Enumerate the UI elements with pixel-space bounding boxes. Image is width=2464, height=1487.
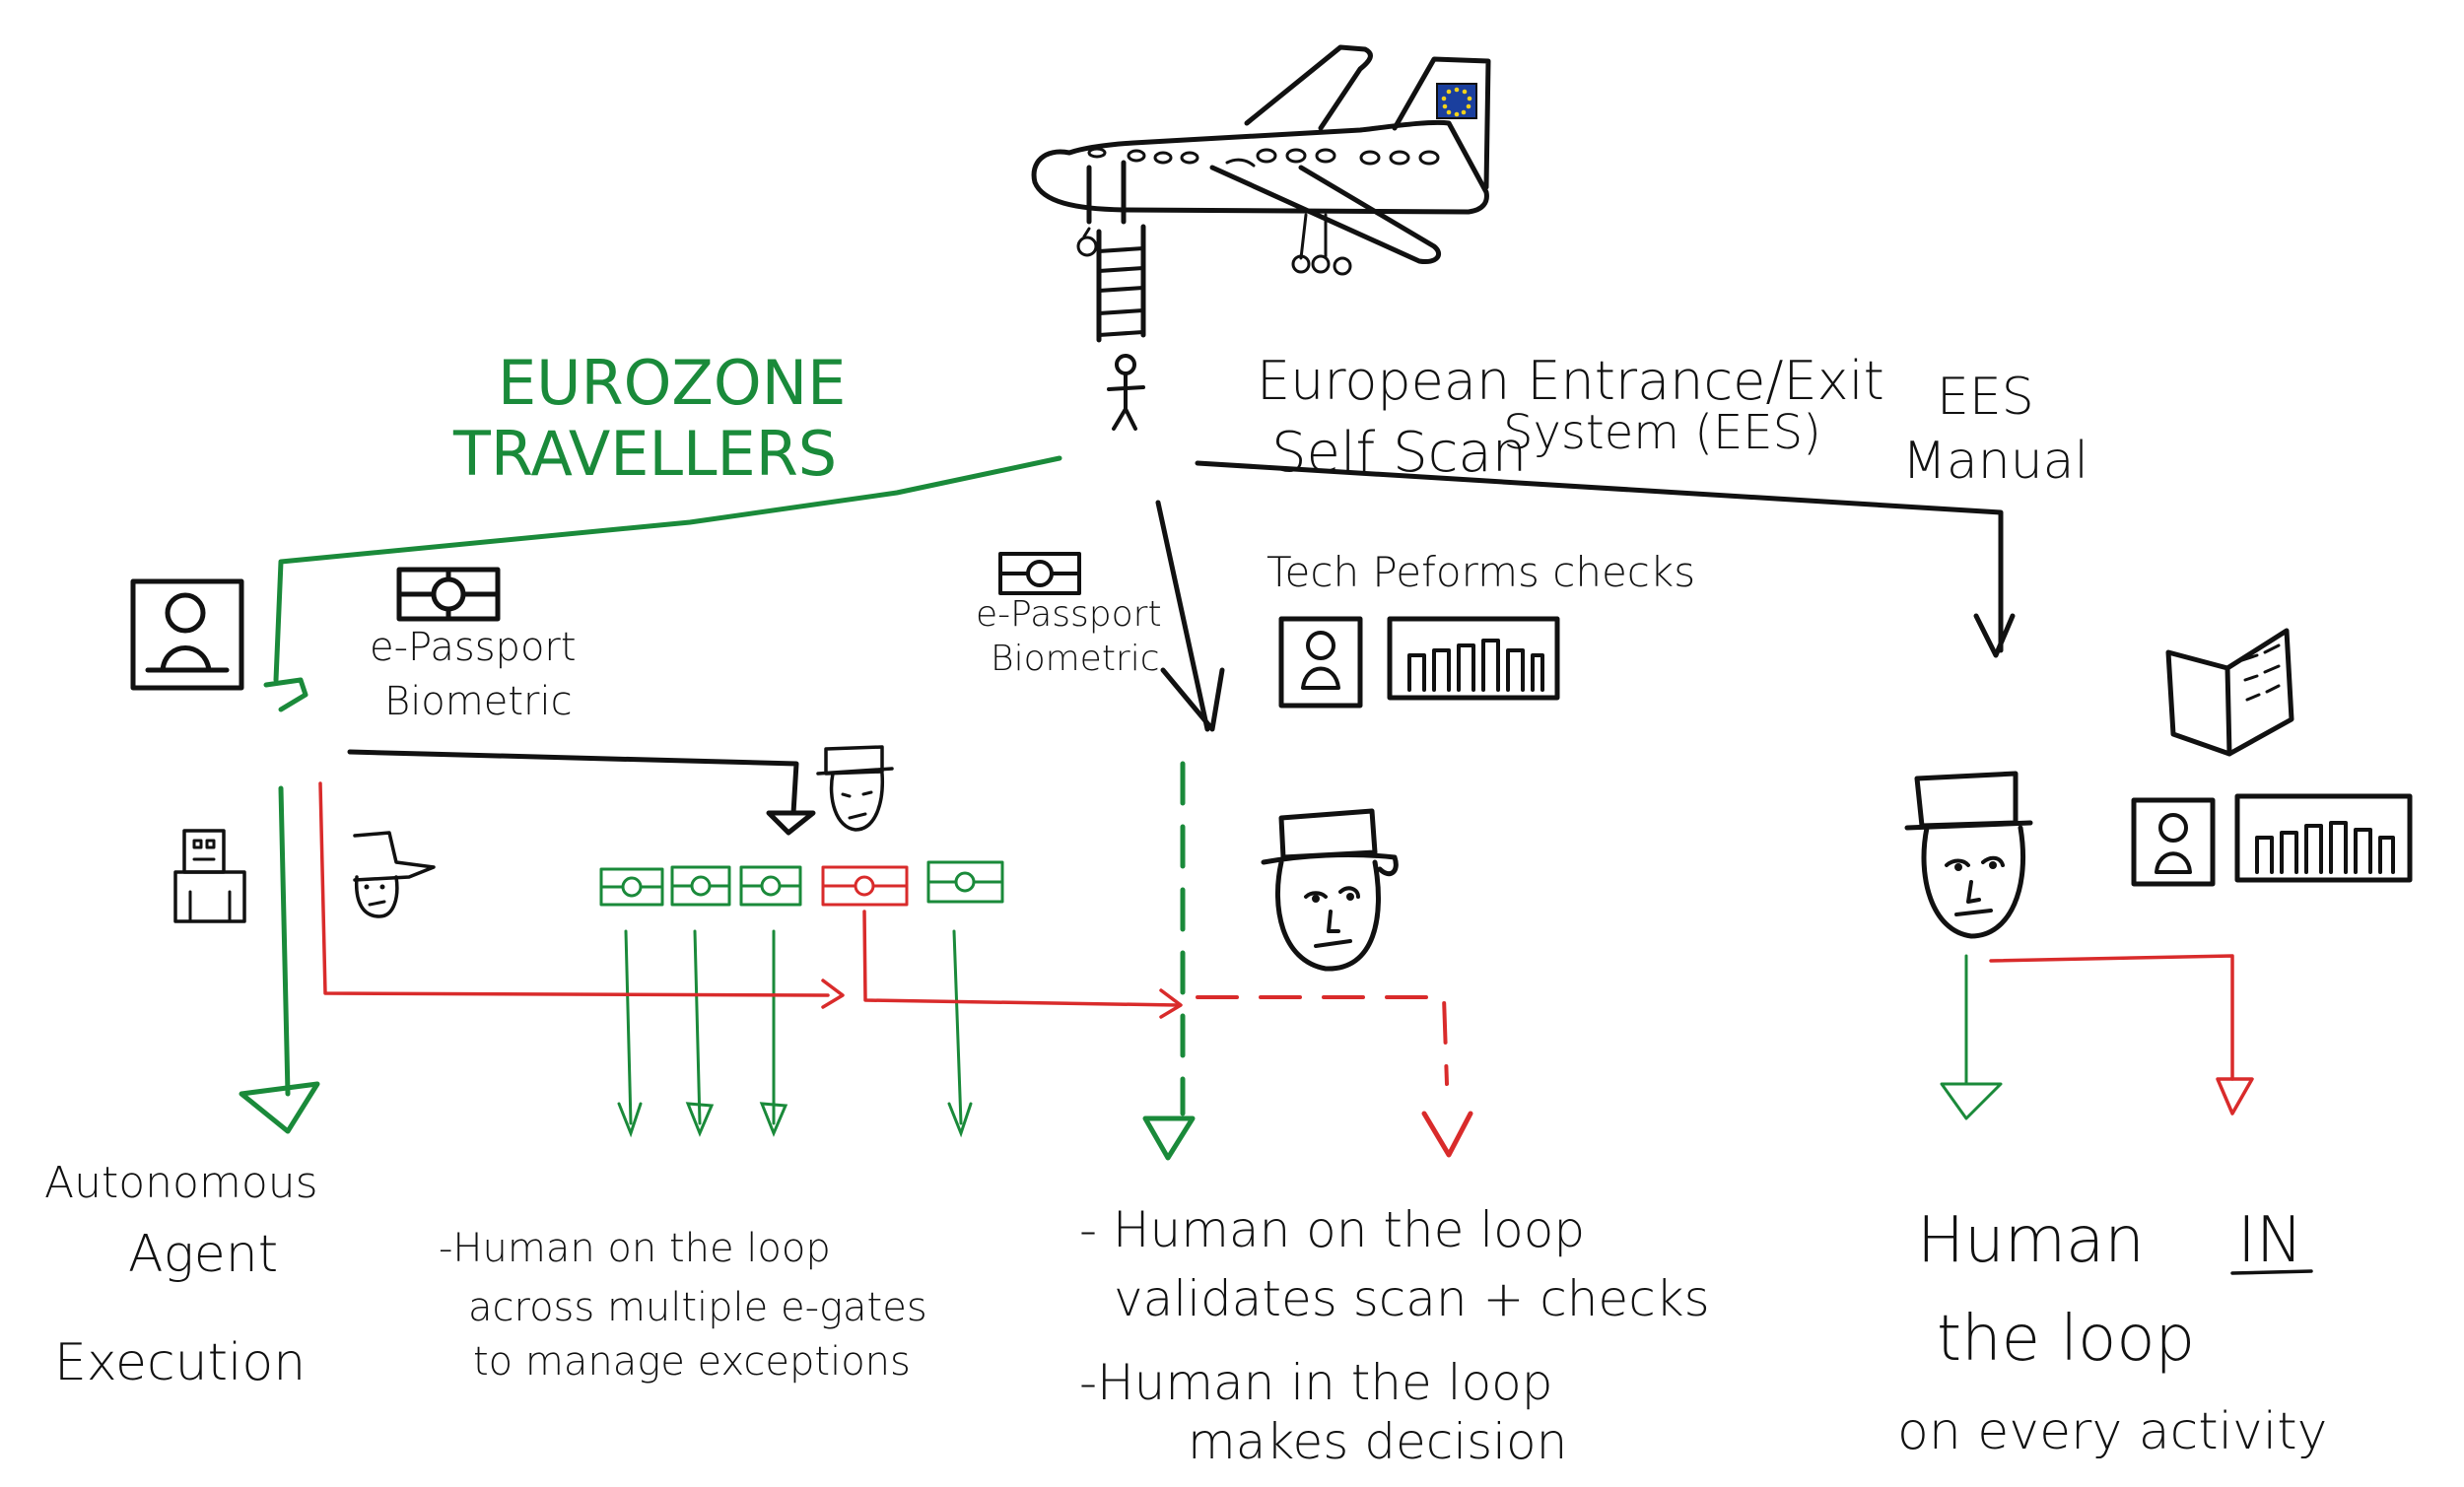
arrowhead-manual-red [2216, 1077, 2254, 1115]
svg-text:the loop: the loop [1937, 1303, 2195, 1376]
egate-icon [670, 865, 731, 907]
manual-reject-line [1989, 954, 2234, 1081]
svg-text:-Human on the loop: -Human on the loop [439, 1226, 831, 1271]
document-icon [2165, 628, 2294, 757]
egate-icon [739, 865, 802, 907]
officer-face-icon [1904, 771, 2033, 939]
traveller-stick-figure-icon [1107, 354, 1145, 431]
outcome-selfscan: - Human on the loop validates scan + che… [1079, 1201, 1710, 1470]
svg-text:Agent: Agent [128, 1225, 278, 1284]
svg-text:to manage exceptions: to manage exceptions [473, 1339, 911, 1385]
arrowhead-officer [766, 810, 816, 836]
arrowhead-exception-1 [821, 979, 845, 1009]
autonomous-line [278, 785, 291, 1097]
svg-text:TRAVELLERS: TRAVELLERS [452, 418, 837, 490]
egate-icon-exception [821, 865, 909, 907]
epassport-chip-icon [998, 552, 1081, 595]
epassport-left-label-2: Biometric [384, 679, 573, 724]
outcome-manual: Human IN the loop on every activity [1897, 1204, 2327, 1461]
epassport-left-label-1: e-Passport [370, 625, 577, 670]
fingerprint-scanner-icon [1387, 616, 1560, 701]
eurozone-travellers-title: EUROZONE TRAVELLERS [452, 347, 846, 490]
epassport-mid-label-2: Biometric [991, 639, 1160, 679]
svg-text:IN: IN [2237, 1204, 2303, 1277]
svg-text:Manual: Manual [1902, 432, 2088, 491]
svg-text:- Human on the loop: - Human on the loop [1079, 1201, 1585, 1258]
svg-text:-Human in the loop: -Human in the loop [1079, 1354, 1553, 1411]
fingerprint-scanner-icon [2234, 793, 2413, 883]
epassport-to-officer-line [347, 749, 799, 816]
officer-face-icon [1261, 808, 1399, 972]
exception-path-1 [318, 781, 830, 997]
arrowhead-manual [1973, 613, 2016, 658]
svg-text:EUROZONE: EUROZONE [498, 347, 846, 419]
eu-flag-icon [1436, 83, 1477, 119]
arrowhead-selfscan-green [1142, 1115, 1196, 1161]
egate-row [599, 860, 1004, 907]
svg-text:Execution: Execution [54, 1333, 306, 1392]
tech-performs-checks-label: Tech Peforms checks [1266, 548, 1695, 596]
arrowhead-exception-2 [1159, 988, 1183, 1019]
egate-icon [599, 867, 664, 907]
officer-face-icon [816, 745, 894, 832]
arrowhead-decision-red [1421, 1111, 1473, 1158]
selfscan-branch-line [1155, 500, 1210, 732]
svg-text:makes decision: makes decision [1188, 1413, 1567, 1470]
arrowhead-eurozone [263, 677, 308, 712]
svg-text:Human: Human [1917, 1204, 2145, 1277]
svg-text:validates scan + checks: validates scan + checks [1114, 1270, 1710, 1327]
airplane-icon [1031, 44, 1491, 276]
epassport-mid-label-1: e-Passport [976, 594, 1162, 635]
svg-text:Autonomous: Autonomous [44, 1158, 318, 1208]
epassport-chip-icon [396, 567, 501, 622]
arrowhead-manual-green [1940, 1082, 2003, 1120]
exception-path-2 [862, 910, 1180, 1007]
passport-photo-icon [2131, 797, 2216, 887]
ees-manual-title: EES Manual [1902, 368, 2088, 491]
svg-text:on every activity: on every activity [1897, 1402, 2327, 1461]
passport-photo-icon [1278, 616, 1363, 709]
arrowhead-selfscan [1160, 667, 1225, 732]
officer-face-icon [353, 831, 436, 918]
manual-branch-line [1195, 460, 2004, 653]
svg-text:European Entrance/Exit: European Entrance/Exit [1257, 350, 1884, 412]
outcome-autonomous: Autonomous Agent Execution [44, 1158, 318, 1392]
svg-text:EES: EES [1937, 368, 2034, 427]
svg-text:across multiple e-gates: across multiple e-gates [468, 1285, 927, 1330]
decision-dashed-line [1196, 995, 1449, 1086]
outcome-egates: -Human on the loop across multiple e-gat… [439, 1226, 927, 1385]
passport-photo-icon [130, 578, 244, 691]
eurozone-branch-line [273, 455, 1062, 683]
egate-icon [926, 860, 1004, 904]
svg-text:System (EES): System (EES) [1503, 405, 1821, 460]
arrowhead-autonomous [239, 1081, 320, 1134]
stairs-icon [1076, 160, 1146, 343]
robot-icon [173, 829, 246, 923]
egate-green-arrows [617, 929, 973, 1138]
ees-title: European Entrance/Exit Self Scan System … [1257, 350, 1884, 485]
